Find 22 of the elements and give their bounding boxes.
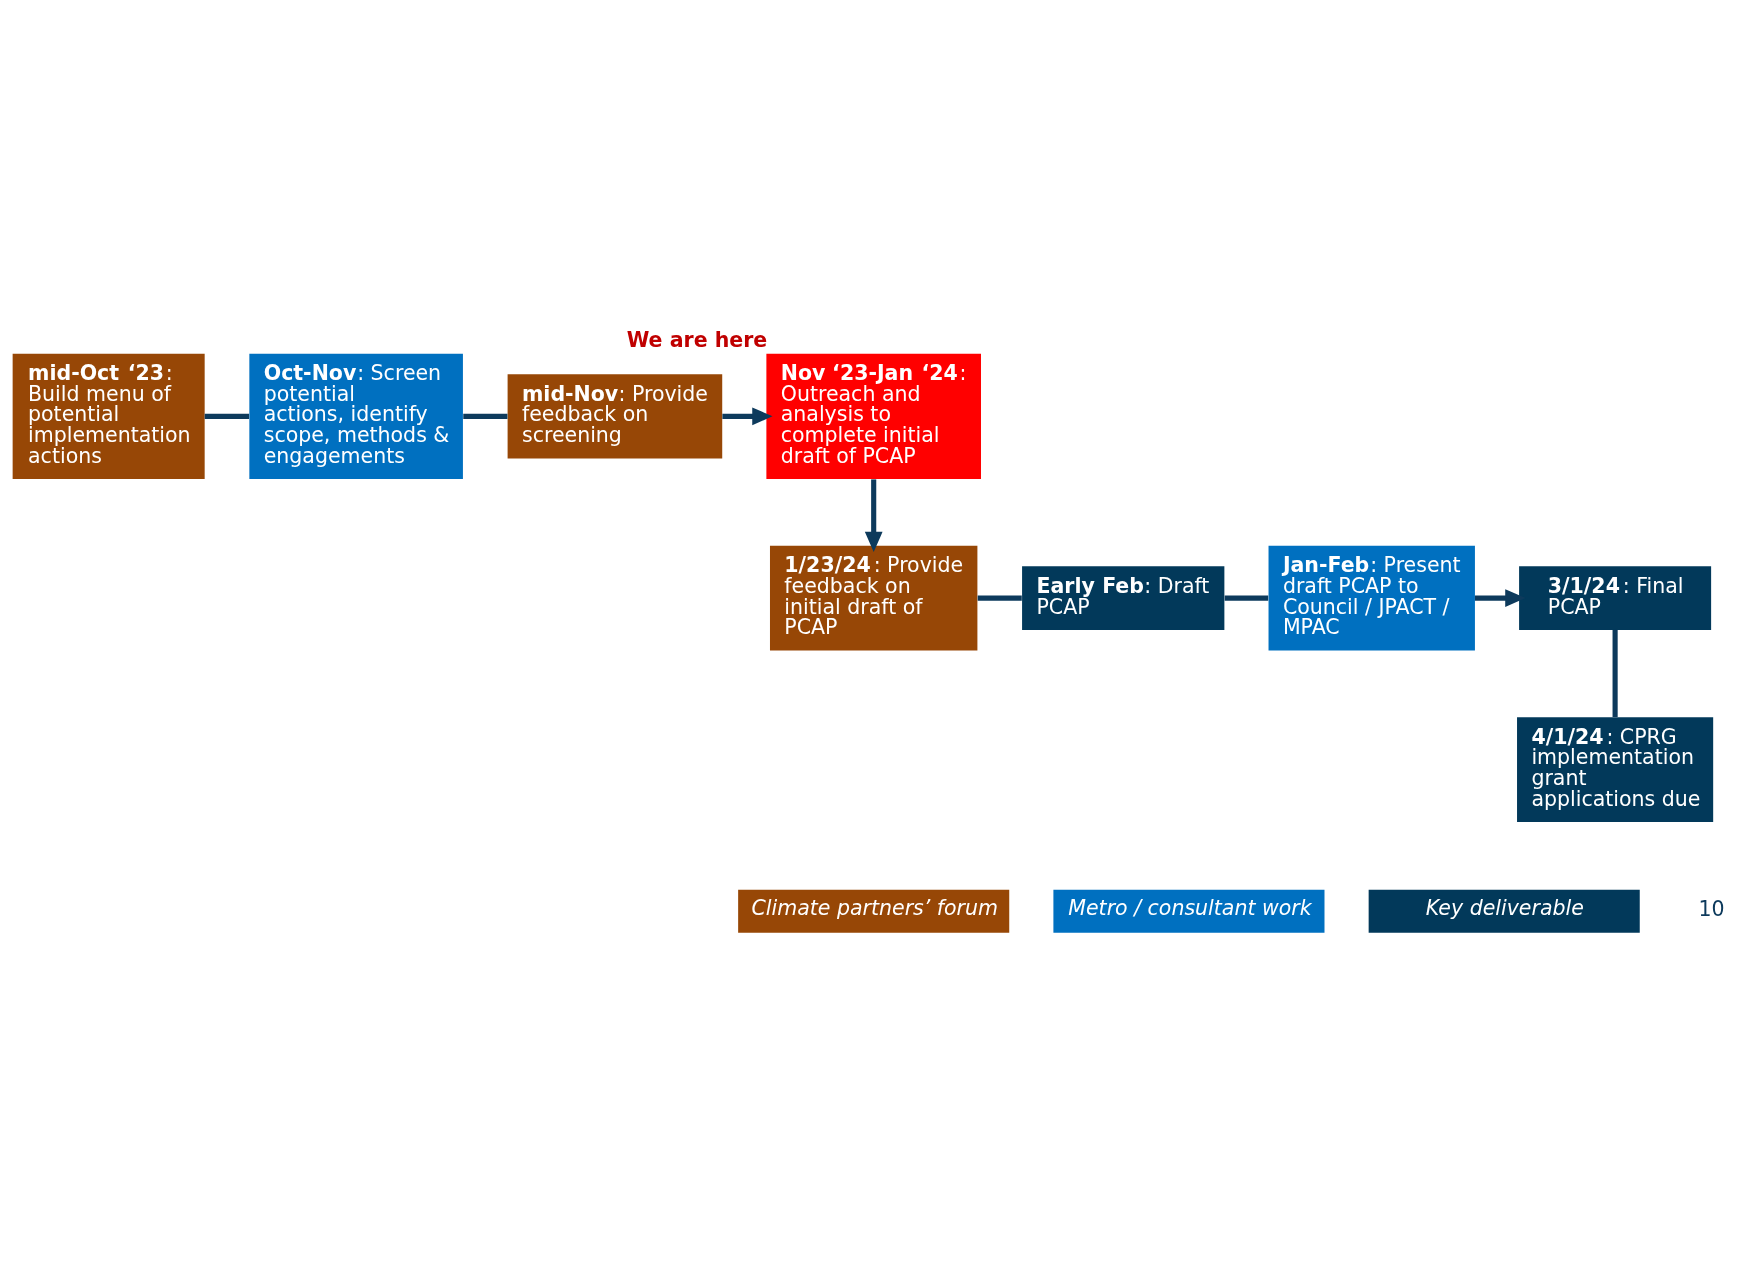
node-box: 4/1/24: CPRG implementation grant applications due: [1517, 717, 1714, 822]
node-box: Oct-Nov: Screen potential actions, identify scope, methods & engagements: [249, 353, 463, 479]
legend-label: Metro / consultant work: [1068, 896, 1312, 921]
node-box: mid-Oct ‘23: Build menu of potential implementation actions: [12, 353, 205, 479]
node-box: Nov ‘23-Jan ‘24: Outreach and analysis to complete initial draft of PCAP: [766, 353, 981, 479]
legend-label: Climate partners’ forum: [751, 896, 999, 921]
node-box: mid-Nov: Provide feedback on screening: [507, 374, 723, 459]
arrow: [864, 479, 883, 553]
label: 10: [1698, 897, 1725, 922]
arrow: [1474, 589, 1526, 607]
node-box: 1/23/24: Provide feedback on initial draft of PCAP: [769, 545, 978, 651]
node-box: Early Feb: Draft PCAP: [1022, 566, 1225, 630]
connector: [463, 413, 508, 419]
node-label: We are here: [626, 327, 768, 352]
connector: [1224, 595, 1269, 601]
node-box: Jan-Feb: Present draft PCAP to Council / JPACT / MPAC: [1268, 545, 1475, 651]
connector: [977, 595, 1022, 601]
legend-label: Key deliverable: [1425, 896, 1584, 921]
arrow: [722, 407, 773, 426]
node-box: 3/1/24: Final PCAP: [1519, 566, 1712, 630]
connector: [204, 413, 250, 419]
connector: [1612, 629, 1618, 717]
